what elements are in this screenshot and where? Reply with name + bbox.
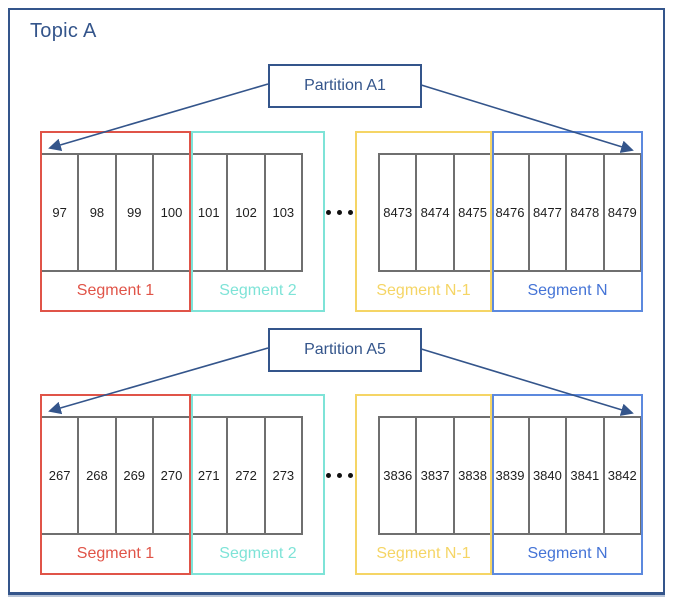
partition-a5-label: Partition A5 [304,341,386,358]
p1-segment-n-label: Segment N [527,282,608,299]
offset-cell: 99 [114,155,152,270]
p1-segment-1-label: Segment 1 [76,282,155,299]
offset-cell: 270 [151,418,189,533]
offset-cell: 3837 [415,418,452,533]
partition-a1-label: Partition A1 [304,77,386,94]
dot [326,473,331,478]
p5-left-cells-row: 267 268 269 270 271 272 273 [40,416,303,535]
p5-segment-n-label: Segment N [527,545,608,562]
offset-cell: 8479 [602,155,640,270]
dot [337,473,342,478]
offset-cell: 272 [226,418,263,533]
topic-title: Topic A [30,20,97,42]
offset-cell: 8475 [452,155,490,270]
p5-segment-n1-label: Segment N-1 [376,545,471,562]
dot [348,210,353,215]
offset-cell: 100 [151,155,189,270]
p5-right-cells-row: 3836 3837 3838 3839 3840 3841 3842 [378,416,642,535]
dot [326,210,331,215]
dot [337,210,342,215]
offset-cell: 8473 [383,205,413,220]
p5-segment-1-label: Segment 1 [76,545,155,562]
offset-cell: 267 [48,468,71,483]
p5-segment-2-label: Segment 2 [219,545,297,562]
partition-a5-label-box: Partition A5 [268,328,422,372]
p5-ellipsis-dots [326,473,353,478]
offset-cell: 8474 [415,155,452,270]
offset-cell: 97 [52,205,67,220]
offset-cell: 102 [226,155,263,270]
offset-cell: 3842 [602,418,640,533]
p1-segment-n1-label: Segment N-1 [376,282,471,299]
offset-cell: 3840 [527,418,565,533]
offset-cell: 268 [77,418,114,533]
offset-cell: 3841 [565,418,602,533]
offset-cell: 103 [263,155,301,270]
offset-cell: 269 [114,418,152,533]
offset-cell: 3838 [452,418,490,533]
offset-cell: 8478 [565,155,602,270]
p1-segment-2-label: Segment 2 [219,282,297,299]
offset-cell: 8477 [527,155,565,270]
offset-cell: 3836 [383,468,413,483]
offset-cell: 98 [77,155,114,270]
p1-ellipsis-dots [326,210,353,215]
partition-a1-label-box: Partition A1 [268,64,422,108]
dot [348,473,353,478]
offset-cell: 273 [263,418,301,533]
